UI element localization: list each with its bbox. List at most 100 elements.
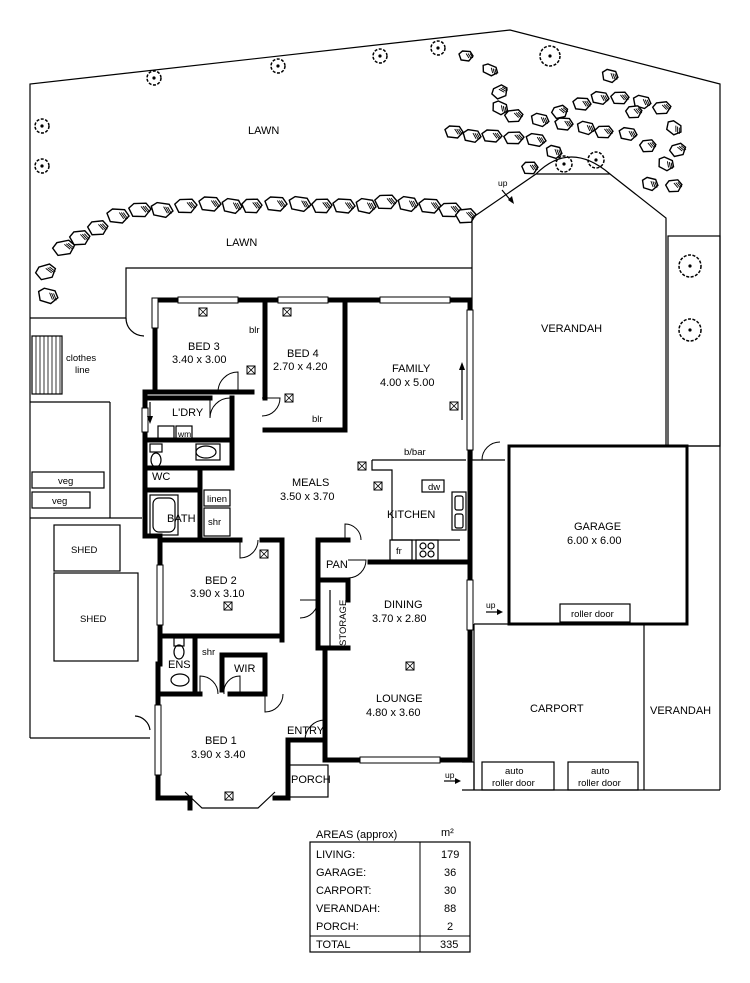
porch-label: PORCH	[291, 774, 331, 786]
auto-roller-2-line-2: roller door	[578, 778, 621, 789]
shrub-icon	[34, 118, 50, 134]
family-size: 4.00 x 5.00	[380, 377, 434, 389]
bed1-name: BED 1	[205, 735, 237, 747]
areas-total-label: TOTAL	[316, 939, 350, 951]
veg-beds: veg veg	[31, 471, 105, 509]
fr-label: fr	[396, 546, 402, 557]
kitchen-label: KITCHEN	[387, 509, 435, 521]
bbar-label: b/bar	[404, 447, 426, 458]
veg-bed-2-label: veg	[52, 496, 67, 507]
light-fixture-icon	[259, 549, 269, 559]
areas-row-value: 36	[444, 867, 456, 879]
shr-label-1: shr	[208, 517, 221, 528]
clothes-line-label-2: line	[75, 365, 90, 376]
shrub-icon	[678, 254, 702, 278]
blr-label-2: blr	[312, 414, 323, 425]
lawn-top-label: LAWN	[248, 125, 279, 137]
garden-rock	[492, 100, 509, 116]
garden-rock	[525, 132, 547, 148]
garage-name: GARAGE	[574, 521, 621, 533]
garden-rock	[106, 208, 130, 224]
bed3-name: BED 3	[188, 341, 220, 353]
wc-label: WC	[152, 471, 170, 483]
garden-rock	[127, 202, 152, 218]
wir-label: WIR	[234, 663, 255, 675]
house-walls	[142, 297, 473, 811]
areas-row-value: 30	[444, 885, 456, 897]
garden-rock	[664, 179, 683, 193]
dining-size: 3.70 x 2.80	[372, 613, 426, 625]
garden-rock	[68, 230, 91, 246]
garden-rock	[590, 90, 610, 106]
garden-rock	[638, 139, 657, 153]
garage-size: 6.00 x 6.00	[567, 535, 621, 547]
clothes-line-label-1: clothes	[66, 353, 96, 364]
auto-roller-1-line-2: roller door	[492, 778, 535, 789]
garden-rock	[550, 104, 569, 120]
garden-rock	[601, 68, 619, 84]
clothes-line: clothes line	[31, 335, 96, 395]
fixtures	[147, 307, 467, 801]
garden-rock	[618, 126, 638, 142]
shrub-icons	[34, 40, 702, 342]
shrub-icon	[270, 58, 286, 74]
garden-rock	[418, 198, 442, 214]
garden-rock	[355, 197, 377, 215]
meals-size: 3.50 x 3.70	[280, 491, 334, 503]
garden-rock	[482, 63, 499, 77]
light-fixture-icon	[198, 307, 208, 317]
carport-label: CARPORT	[530, 703, 584, 715]
areas-unit: m²	[441, 827, 454, 839]
meals-name: MEALS	[292, 477, 329, 489]
garden-rock	[520, 161, 539, 175]
up-label-2: up	[486, 600, 496, 610]
garden-rock	[576, 120, 596, 136]
shrub-icon	[372, 48, 388, 64]
shrub-icon	[587, 151, 605, 169]
light-fixture-icon	[223, 601, 233, 611]
linen-label: linen	[207, 494, 227, 505]
garden-rock	[530, 112, 550, 128]
garden-rock	[454, 208, 477, 224]
areas-row-label: GARAGE:	[316, 867, 366, 879]
shrub-icon	[555, 155, 573, 173]
garden-rock	[462, 128, 482, 144]
garden-rock	[240, 198, 263, 214]
bed1-size: 3.90 x 3.40	[191, 749, 245, 761]
shrub-icon	[539, 45, 561, 67]
ens-label: ENS	[168, 659, 191, 671]
garden-rock	[37, 287, 59, 305]
garden-rock	[373, 194, 398, 210]
garden-rock	[593, 125, 614, 139]
shrub-icon	[430, 40, 446, 56]
bath-label: BATH	[167, 513, 196, 525]
up-arrows: up up up	[444, 178, 514, 784]
garden-rock	[310, 198, 333, 214]
garden-rock	[609, 91, 630, 105]
light-fixture-icon	[282, 307, 292, 317]
bed4-size: 2.70 x 4.20	[273, 361, 327, 373]
areas-row-value: 179	[441, 849, 459, 861]
garden-rock	[545, 144, 563, 160]
doors	[199, 362, 501, 741]
storage-label: STORAGE	[338, 600, 349, 646]
sheds: SHED SHED	[53, 524, 139, 662]
shrub-icon	[678, 318, 702, 342]
garden-rock	[332, 198, 356, 214]
garden-rock	[572, 97, 592, 111]
verandah-top-label: VERANDAH	[541, 323, 602, 335]
light-fixture-icon	[449, 401, 459, 411]
garden-rock	[502, 131, 525, 145]
garden-rock	[624, 105, 643, 119]
bed4-name: BED 4	[287, 348, 319, 360]
auto-roller-1-line-1: auto	[505, 766, 524, 777]
areas-row-label: PORCH:	[316, 921, 359, 933]
areas-row-value: 2	[447, 921, 453, 933]
garden-rock	[198, 196, 222, 212]
garden-rock	[665, 120, 682, 136]
pan-label: PAN	[326, 559, 348, 571]
light-fixture-icon	[284, 393, 294, 403]
areas-total-value: 335	[440, 939, 458, 951]
wm-label: wm	[177, 429, 191, 439]
garden-rock	[173, 198, 198, 214]
